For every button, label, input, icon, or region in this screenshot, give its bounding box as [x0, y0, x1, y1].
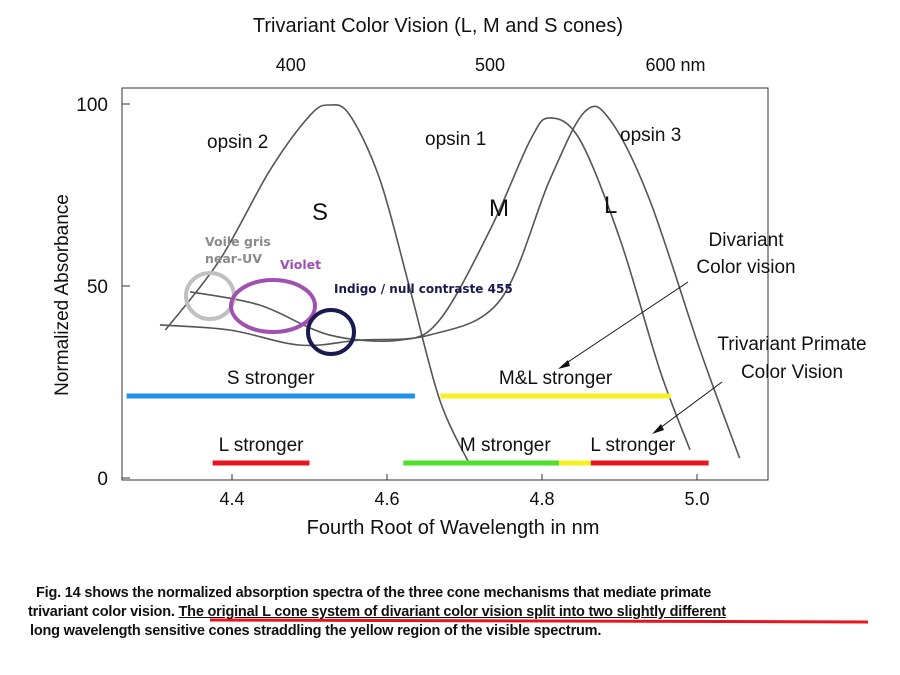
label-s: S — [312, 199, 328, 226]
y-tick-label: 100 — [76, 95, 108, 116]
label-opsin-1: opsin 1 — [425, 129, 486, 150]
top-tick-label: 500 — [475, 55, 505, 75]
top-tick-label: 400 — [276, 55, 306, 75]
caption-line-3: long wavelength sensitive cones straddli… — [30, 623, 602, 639]
violet-ellipse — [229, 278, 317, 334]
chart-title: Trivariant Color Vision (L, M and S cone… — [253, 15, 623, 37]
divariant-arrow — [561, 281, 689, 367]
indigo-circle — [306, 308, 356, 356]
divariant-arrowhead — [558, 360, 570, 369]
trivariant-arrow — [655, 381, 723, 432]
band-label: M&L stronger — [499, 368, 613, 389]
x-tick-label: 4.4 — [219, 489, 244, 509]
y-axis-label: Normalized Absorbance — [52, 194, 73, 396]
caption-line-1: Fig. 14 shows the normalized absorption … — [36, 585, 712, 601]
curve-m — [190, 117, 691, 451]
trivariant-arrowhead — [652, 424, 664, 434]
band-label: L stronger — [590, 435, 676, 456]
band-label: L stronger — [219, 435, 305, 456]
y-tick-label: 0 — [97, 469, 108, 490]
x-tick-label: 4.8 — [529, 489, 554, 509]
x-tick-label: 4.6 — [374, 489, 399, 509]
label-l: L — [604, 192, 617, 219]
caption-underline — [209, 618, 869, 624]
label-m: M — [489, 195, 509, 222]
top-tick-label: 600 nm — [645, 55, 705, 75]
caption-line-2: trivariant color vision. The original L … — [28, 604, 726, 620]
x-axis-label: Fourth Root of Wavelength in nm — [307, 517, 600, 539]
violet-label: Violet — [280, 257, 321, 272]
label-opsin-3: opsin 3 — [620, 125, 681, 146]
y-tick-label: 50 — [87, 277, 108, 298]
label-opsin-2: opsin 2 — [207, 132, 268, 153]
curve-s — [164, 104, 471, 466]
indigo-label: Indigo / null contraste 455 — [334, 282, 513, 296]
band-label: M stronger — [460, 435, 551, 456]
x-tick-label: 5.0 — [684, 489, 709, 509]
plot-frame — [121, 87, 769, 481]
figure-caption: Fig. 14 shows the normalized absorption … — [28, 584, 880, 641]
curve-l — [159, 105, 741, 459]
band-label: S stronger — [227, 368, 315, 389]
